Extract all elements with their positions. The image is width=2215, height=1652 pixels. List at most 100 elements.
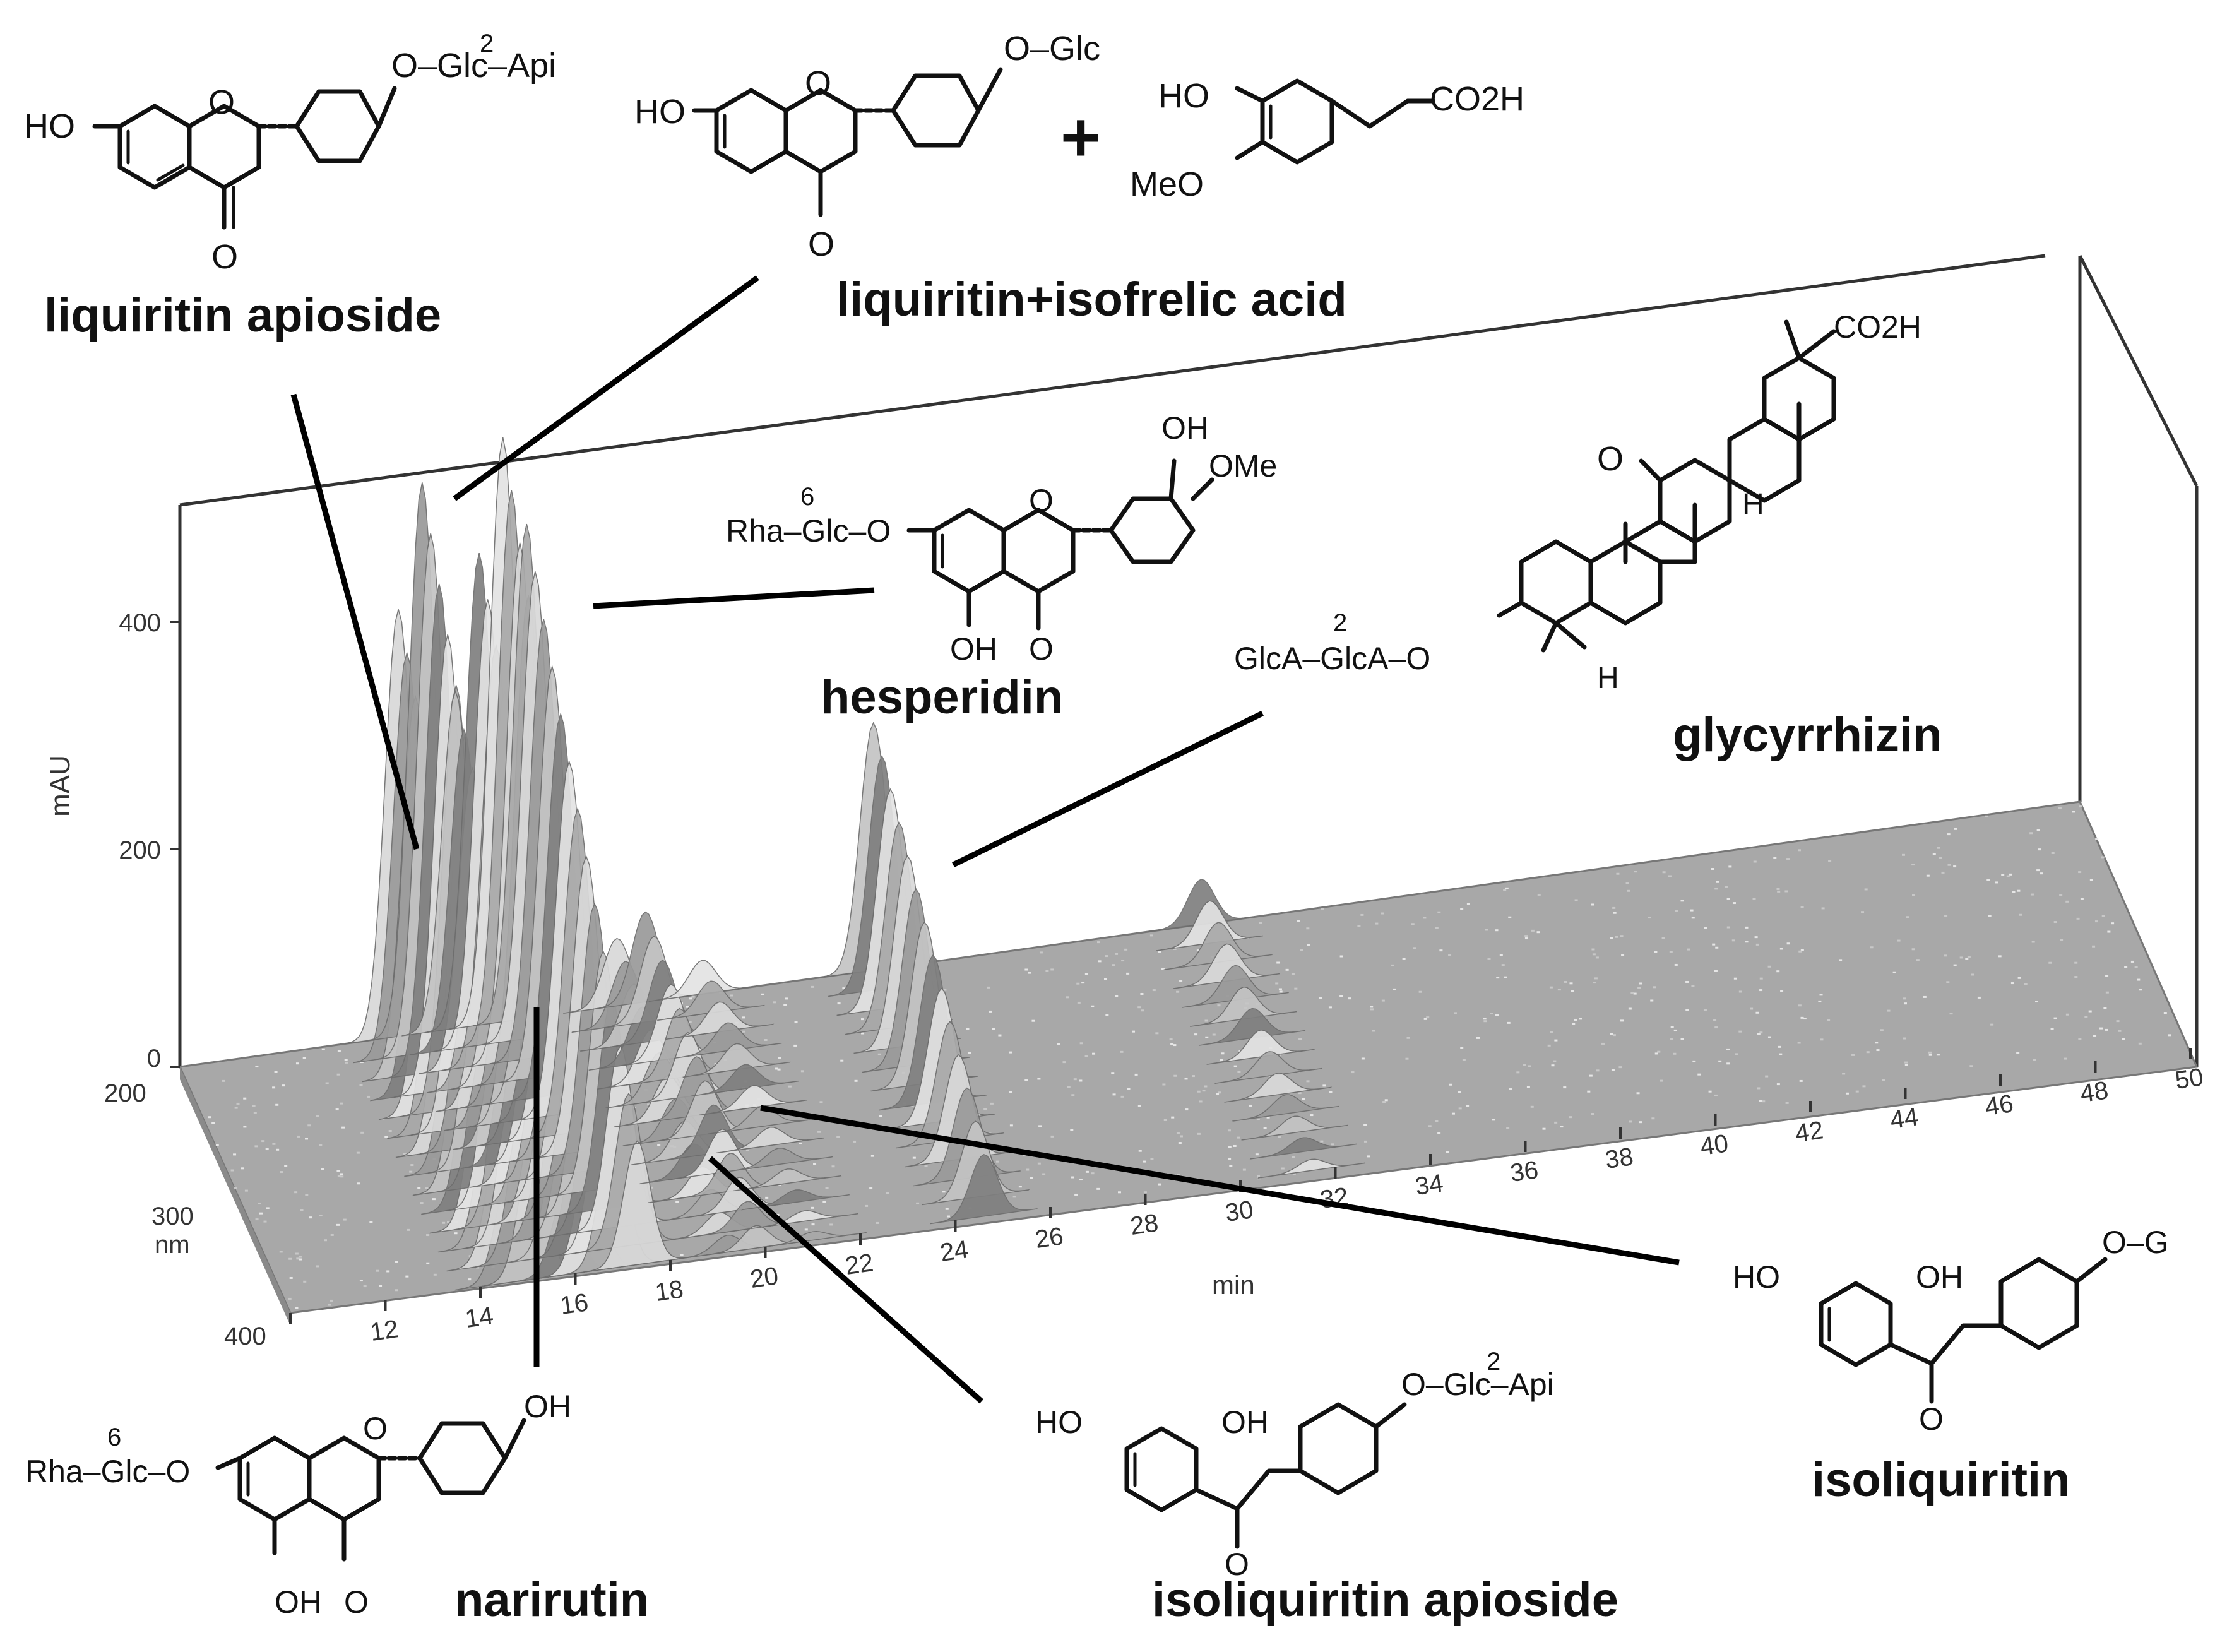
y-axis: 400 200 0 mAU	[45, 609, 180, 1073]
label-liquiritin-apioside: liquiritin apioside	[44, 288, 441, 342]
structure-isoliquiritin-apioside: HO OH O O–Glc–Api 2	[1035, 1348, 1554, 1582]
peak-ridge	[648, 960, 757, 1002]
structure-isoferulic-acid: HO MeO CO2H	[1130, 77, 1524, 203]
chem-o: O	[208, 83, 235, 121]
chem-locant: 2	[480, 30, 494, 57]
x-tick-label: 50	[2173, 1063, 2205, 1095]
y-axis-label: mAU	[45, 755, 76, 817]
chem-o: O	[1225, 1547, 1249, 1582]
x-tick-label: 46	[1983, 1090, 2015, 1121]
z-axis: 200 300 nm 400	[104, 1079, 266, 1350]
leader-lines	[290, 275, 1680, 1404]
peak-ridge	[1205, 1030, 1315, 1065]
label-isoliquiritin-apioside: isoliquiritin apioside	[1152, 1573, 1618, 1627]
leader-glycyrrhizin	[952, 710, 1264, 868]
peak-ridge	[1189, 986, 1297, 1027]
peak-ridge	[1163, 922, 1273, 970]
peak-ridge	[922, 1120, 1030, 1206]
chem-locant: 2	[1333, 609, 1347, 637]
peak-ridge	[733, 1168, 842, 1192]
plus-sign: +	[1060, 98, 1101, 176]
chem-substituent: O–Glc–Api	[1401, 1367, 1554, 1402]
chem-substituent: GlcA–GlcA–O	[1234, 641, 1430, 676]
chem-co2h: CO2H	[1834, 309, 1921, 345]
leader-liquiritin	[453, 275, 759, 501]
chem-oh: OH	[524, 1389, 571, 1424]
structure-glycyrrhizin: O CO2H H H GlcA–GlcA–O 2	[1234, 309, 1921, 695]
chem-substituent: O–G	[2102, 1225, 2169, 1260]
peak-ridge	[691, 1064, 799, 1097]
peak-ridge	[682, 1043, 791, 1078]
x-tick-label: 12	[369, 1315, 400, 1346]
chem-substituent: O–Glc–Api	[391, 47, 556, 85]
peak-ridge	[1241, 1115, 1348, 1141]
chem-o: O	[808, 225, 834, 263]
label-narirutin: narirutin	[454, 1573, 649, 1627]
y-tick-label: 0	[147, 1045, 161, 1073]
chem-ho: HO	[634, 93, 686, 131]
peak-ridge	[1156, 900, 1264, 951]
leader-liquiritin-apioside	[290, 393, 420, 850]
x-tick-label: 16	[559, 1288, 590, 1320]
chem-o: O	[1597, 440, 1624, 478]
peak-ridge	[1147, 879, 1255, 932]
peak-ridge	[1214, 1051, 1323, 1084]
x-tick-label: 14	[463, 1302, 495, 1333]
chem-ho: HO	[1158, 77, 1209, 115]
structure-liquiritin: HO O O O–Glc +	[634, 30, 1101, 263]
peak-ridge	[1257, 1158, 1365, 1179]
chem-ho: HO	[1733, 1259, 1780, 1295]
x-tick-label: 38	[1603, 1143, 1635, 1174]
chem-oh: OH	[1221, 1405, 1269, 1440]
label-isoliquiritin: isoliquiritin	[1812, 1453, 2070, 1507]
chem-o: O	[211, 238, 238, 276]
peak-ridge	[751, 1210, 859, 1230]
x-tick-label: 40	[1699, 1129, 1730, 1161]
x-tick-label: 30	[1223, 1196, 1255, 1227]
chem-substituent: Rha–Glc–O	[25, 1454, 190, 1489]
z-tick-label: 200	[104, 1079, 146, 1107]
label-hesperidin: hesperidin	[821, 670, 1063, 724]
chem-meo: MeO	[1130, 165, 1204, 203]
peak-ridge	[1232, 1094, 1340, 1122]
x-tick-label: 42	[1793, 1116, 1825, 1148]
x-tick-label: 32	[1319, 1182, 1350, 1214]
leader-isoliquiritin	[760, 1105, 1680, 1266]
y-tick-label: 200	[119, 836, 161, 864]
chem-o: O	[805, 64, 831, 102]
chromatogram-peaks	[345, 437, 1365, 1291]
chem-o: O	[1029, 483, 1054, 518]
peak-ridge	[1173, 943, 1280, 989]
z-tick-label: 400	[224, 1322, 266, 1350]
chem-ome: OMe	[1209, 448, 1277, 484]
chart-frame	[178, 254, 2199, 1326]
chem-oh: OH	[1161, 410, 1209, 446]
peak-ridge	[716, 1126, 824, 1154]
peak-ridge	[1199, 1007, 1306, 1046]
chem-oh: OH	[950, 631, 997, 667]
leader-hesperidin	[593, 587, 875, 609]
x-tick-label: 20	[749, 1262, 780, 1293]
floor-side	[180, 1067, 290, 1326]
chem-ho: HO	[1035, 1405, 1083, 1440]
structure-hesperidin: Rha–Glc–O 6 O O OH OH OMe	[726, 410, 1277, 667]
chem-substituent: Rha–Glc–O	[726, 513, 891, 549]
label-glycyrrhizin: glycyrrhizin	[1673, 708, 1942, 762]
x-tick-label: 26	[1033, 1222, 1065, 1254]
chem-locant: 6	[107, 1423, 121, 1451]
chem-locant: 2	[1487, 1348, 1500, 1376]
peak-ridge	[674, 1022, 782, 1059]
right-top-edge	[2078, 254, 2199, 487]
x-tick-label: 18	[653, 1275, 685, 1307]
peak-ridge	[725, 1148, 833, 1173]
x-tick-label: 24	[939, 1235, 970, 1267]
chem-co2h: CO2H	[1430, 80, 1524, 118]
chem-o: O	[344, 1584, 369, 1620]
z-tick-label: 300	[151, 1203, 194, 1230]
structure-narirutin: Rha–Glc–O 6 O O OH OH	[25, 1389, 571, 1620]
x-tick-label: 36	[1509, 1156, 1540, 1187]
x-tick-label: 28	[1129, 1209, 1160, 1240]
peak-ridge	[930, 1153, 1038, 1225]
chem-h: H	[1742, 488, 1764, 521]
